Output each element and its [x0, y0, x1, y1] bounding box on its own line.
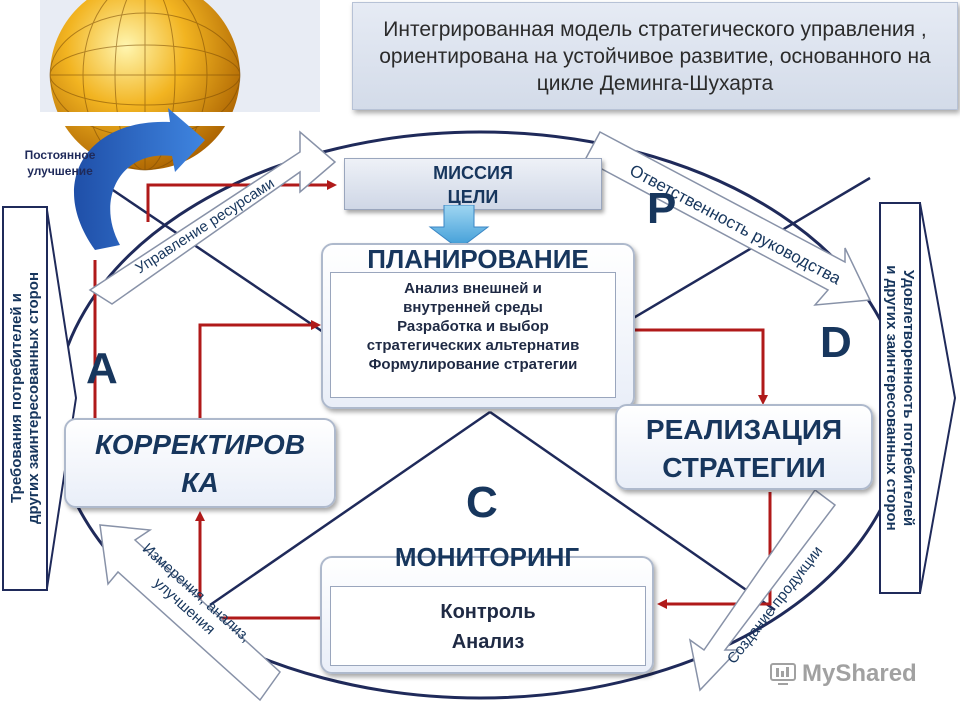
planning-item: Формулирование стратегии — [368, 356, 578, 373]
realization-line1: РЕАЛИЗАЦИЯ — [645, 414, 843, 445]
correction-line1: КОРРЕКТИРОВ — [94, 429, 306, 460]
monitoring-item: Контроль — [440, 601, 536, 623]
letter-c: C — [466, 478, 498, 527]
letter-p: P — [647, 184, 677, 233]
correction-box: КОРРЕКТИРОВ КА — [64, 418, 336, 508]
watermark-text: MyShared — [802, 660, 917, 687]
requirements-line2: других заинтересованных сторон — [25, 271, 42, 525]
monitoring-details: Контроль Анализ — [330, 586, 646, 666]
letter-a: A — [86, 344, 118, 393]
correction-line2: КА — [181, 467, 219, 498]
realization-line2: СТРАТЕГИИ — [662, 452, 826, 483]
continuous-improvement-line2: улучшение — [27, 164, 93, 178]
planning-details: Анализ внешней и внутренней среды Разраб… — [330, 272, 616, 398]
requirements-line1: Требования потребителей и — [8, 293, 25, 503]
watermark: MyShared — [770, 660, 917, 688]
satisfaction-line2: и других заинтересованных сторон — [883, 265, 900, 531]
planning-item: Анализ внешней и — [404, 280, 542, 297]
planning-title: ПЛАНИРОВАНИЕ — [367, 244, 589, 274]
watermark-icon — [770, 663, 796, 685]
planning-item: Разработка и выбор — [397, 318, 549, 335]
planning-item: стратегических альтернатив — [366, 337, 580, 354]
mission-box: МИССИЯ ЦЕЛИ — [344, 158, 602, 210]
mission-line2: ЦЕЛИ — [447, 187, 499, 207]
globe-icon — [0, 0, 352, 171]
requirements-label: Требования потребителей и других заинтер… — [8, 272, 42, 524]
satisfaction-line1: Удовлетворенность потребителей — [900, 269, 917, 527]
continuous-improvement-label: Постоянное улучшение — [5, 147, 115, 179]
improvement-arrow-icon — [74, 108, 206, 250]
monitoring-title: МОНИТОРИНГ — [394, 542, 580, 572]
monitoring-item: Анализ — [451, 631, 525, 653]
letter-d: D — [820, 318, 852, 367]
page-title: Интегрированная модель стратегического у… — [352, 2, 958, 110]
satisfaction-label: Удовлетворенность потребителей и других … — [883, 265, 917, 530]
mission-line1: МИССИЯ — [433, 163, 513, 183]
realization-box: РЕАЛИЗАЦИЯ СТРАТЕГИИ — [615, 404, 873, 490]
down-arrow-icon — [428, 205, 490, 250]
title-text: Интегрированная модель стратегического у… — [379, 17, 931, 95]
continuous-improvement-line1: Постоянное — [24, 148, 96, 162]
planning-item: внутренней среды — [403, 299, 543, 316]
